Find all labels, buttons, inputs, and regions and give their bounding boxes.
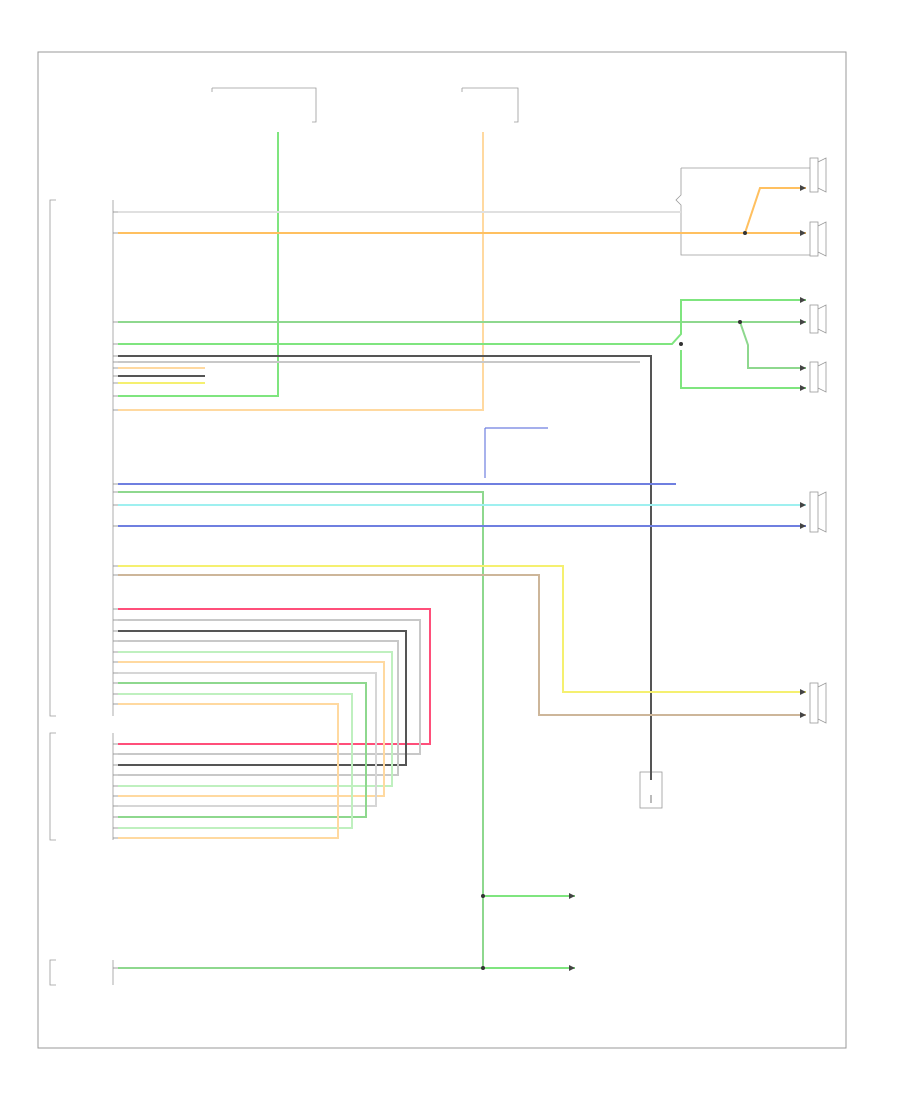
connector-pins-right <box>569 185 806 971</box>
splice-point <box>743 231 747 235</box>
wire-gry-bundle-1 <box>118 619 421 755</box>
wire-ltgrn-rf-lower <box>680 350 806 389</box>
wire-tan-lf <box>118 187 806 234</box>
wire-dkgrn-rf-lower <box>739 321 806 369</box>
wire-gry-bundle-2 <box>118 640 399 776</box>
right-rear-speaker <box>809 491 827 533</box>
wire-yel-lr <box>118 565 806 693</box>
splice-point <box>679 342 683 346</box>
wire-ltgrn-bundle <box>118 651 393 787</box>
wire-grn-power <box>118 132 279 397</box>
wire-tan-lr <box>118 574 806 716</box>
wire-ltgrn-bundle-2 <box>118 693 353 829</box>
diagram-frame <box>37 51 847 1049</box>
powertrain-control-module-connector <box>49 959 114 986</box>
radio-connector-lower <box>49 732 114 841</box>
wire-ltgrn-rf <box>118 299 806 345</box>
top-fuse-block-right <box>461 87 519 123</box>
wire-blk-bundle <box>118 630 407 766</box>
radio-connector-upper <box>49 199 114 717</box>
top-fuse-block-left <box>211 87 317 123</box>
wire-gry-bundle-3 <box>118 672 377 807</box>
left-rear-speaker <box>809 682 827 724</box>
left-front-door-speaker <box>675 157 827 257</box>
wire-red-bundle <box>118 608 431 745</box>
wire-blk-ground <box>118 355 652 780</box>
splice-point <box>738 320 742 324</box>
splice-point <box>481 966 485 970</box>
right-front-door-speaker <box>809 304 827 393</box>
wire-org-bundle-2 <box>118 703 339 839</box>
wire-org-bundle <box>118 661 385 797</box>
wire-org-feed <box>118 132 484 411</box>
wire-dkgrn-bundle <box>118 682 367 818</box>
wire-grn-class2 <box>118 491 484 969</box>
mast-relay-box <box>484 427 548 478</box>
radio-pin-ticks <box>113 211 118 969</box>
splice-point <box>481 894 485 898</box>
